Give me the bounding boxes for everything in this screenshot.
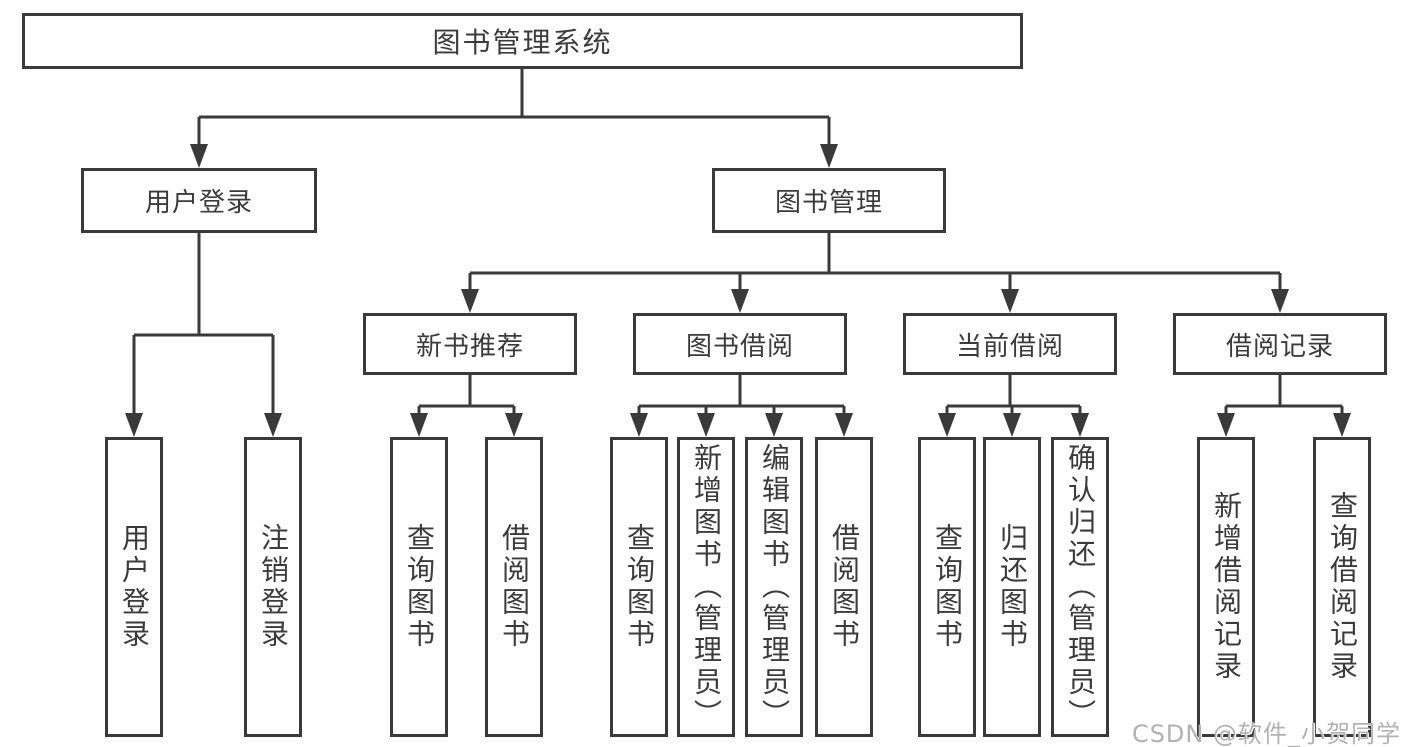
node-new-book-recommend: 新书推荐 [363, 313, 577, 375]
node-borrow-records: 借阅记录 [1173, 313, 1387, 375]
leaf-query-books-recommend: 查询图书 [390, 437, 448, 737]
node-book-borrow: 图书借阅 [633, 313, 847, 375]
connector-borrow-records-children [1224, 375, 1344, 414]
leaf-query-borrow-record: 查询借阅记录 [1313, 437, 1371, 737]
leaf-label: 注销登录 [257, 523, 290, 651]
node-label: 图书管理 [774, 188, 883, 218]
node-label: 图书借阅 [685, 331, 794, 362]
leaf-label: 查询图书 [931, 523, 964, 651]
node-user-login: 用户登录 [81, 168, 317, 233]
leaf-label: 查询借阅记录 [1326, 491, 1359, 683]
leaf-query-books-borrow: 查询图书 [610, 437, 668, 737]
leaf-confirm-return-admin: 确认归还（管理员） [1051, 437, 1109, 737]
leaf-label: 新增图书（管理员） [690, 443, 723, 731]
node-label: 借阅记录 [1225, 331, 1334, 362]
leaf-query-books-current: 查询图书 [918, 437, 976, 737]
node-label: 新书推荐 [415, 331, 524, 362]
connector-book-management-children [468, 233, 1282, 290]
leaf-borrow-books-recommend: 借阅图书 [485, 437, 543, 737]
leaf-borrow-books: 借阅图书 [815, 437, 873, 737]
leaf-label: 借阅图书 [498, 523, 531, 651]
node-current-borrow: 当前借阅 [903, 313, 1117, 375]
leaf-edit-books-admin: 编辑图书（管理员） [745, 437, 803, 737]
leaf-label: 确认归还（管理员） [1064, 443, 1097, 731]
leaf-add-books-admin: 新增图书（管理员） [677, 437, 735, 737]
leaf-label: 借阅图书 [828, 523, 861, 651]
connector-book-borrow-children [637, 375, 846, 414]
leaf-label: 归还图书 [996, 523, 1029, 651]
leaf-logout: 注销登录 [244, 437, 302, 737]
node-label: 当前借阅 [955, 331, 1064, 362]
connector-root-to-level2 [197, 69, 831, 146]
leaf-label: 查询图书 [403, 523, 436, 651]
node-label: 图书管理系统 [432, 26, 613, 59]
connector-new-books-children [417, 375, 516, 414]
leaf-label: 用户登录 [118, 523, 151, 651]
leaf-user-login: 用户登录 [105, 437, 163, 737]
node-book-management: 图书管理 [712, 168, 946, 233]
leaf-label: 新增借阅记录 [1210, 491, 1243, 683]
leaf-label: 查询图书 [623, 523, 656, 651]
connector-current-borrow-children [945, 375, 1082, 414]
node-library-management-system: 图书管理系统 [22, 13, 1023, 69]
arrowheads [125, 144, 1351, 437]
connector-user-login-children [132, 233, 275, 414]
leaf-return-books: 归还图书 [983, 437, 1041, 737]
leaf-add-borrow-record: 新增借阅记录 [1197, 437, 1255, 737]
leaf-label: 编辑图书（管理员） [758, 443, 791, 731]
node-label: 用户登录 [144, 188, 253, 218]
watermark: CSDN @软件_小贺同学 [1131, 720, 1401, 747]
